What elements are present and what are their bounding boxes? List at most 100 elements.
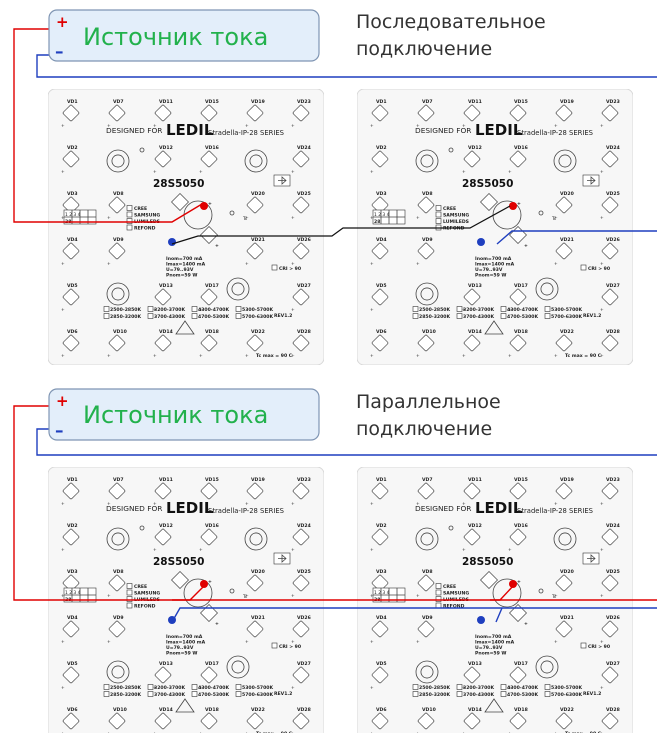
svg-text:+: + bbox=[508, 731, 512, 733]
brand-logo: LEDIL bbox=[166, 121, 214, 139]
svg-text:VD16: VD16 bbox=[205, 145, 219, 151]
svg-text:VD12: VD12 bbox=[159, 523, 173, 529]
svg-text:+: + bbox=[291, 731, 295, 733]
spec-line: U=79..93V bbox=[166, 645, 194, 651]
svg-text:+: + bbox=[107, 215, 111, 221]
led-footprint: VD27+ bbox=[600, 661, 620, 691]
led-footprint: VD7+ bbox=[416, 99, 435, 129]
svg-text:+: + bbox=[416, 215, 420, 221]
svg-text:VD3: VD3 bbox=[67, 569, 78, 575]
led-footprint: VD18+ bbox=[508, 329, 528, 359]
led-footprint: VD14+ bbox=[462, 329, 482, 359]
svg-text:+: + bbox=[61, 261, 65, 267]
svg-text:VD26: VD26 bbox=[297, 237, 311, 243]
led-footprint: VD6+ bbox=[370, 329, 389, 359]
svg-text:+: + bbox=[61, 353, 65, 359]
spec-line: Imax=1400 mA bbox=[475, 640, 515, 646]
svg-text:+: + bbox=[370, 215, 374, 221]
led-footprint: VD5 + bbox=[61, 661, 80, 691]
parallel-negative-bus bbox=[171, 607, 657, 623]
svg-text:+: + bbox=[462, 501, 466, 507]
led-footprint: VD19+ bbox=[554, 99, 574, 129]
svg-text:VD13: VD13 bbox=[159, 661, 173, 667]
svg-text:VD28: VD28 bbox=[297, 707, 311, 713]
svg-text:+: + bbox=[370, 123, 374, 129]
svg-text:+: + bbox=[517, 579, 521, 585]
mounting-hole bbox=[106, 660, 130, 684]
cct-option: 3200-3700K bbox=[154, 307, 185, 313]
svg-text:VD25: VD25 bbox=[297, 191, 311, 197]
led-footprint: VD12+ bbox=[153, 145, 173, 175]
svg-text:+: + bbox=[61, 169, 65, 175]
svg-text:VD14: VD14 bbox=[468, 707, 482, 713]
chip-option: SAMSUNG bbox=[134, 591, 160, 597]
svg-text:VD25: VD25 bbox=[606, 191, 620, 197]
svg-text:VD1: VD1 bbox=[67, 477, 78, 483]
led-board: VD1+VD7+VD11+VD15+VD19+VD23+VD2+VD12+VD1… bbox=[357, 89, 633, 365]
cct-option: 5300-5700K bbox=[551, 685, 582, 691]
led-footprint: VD27+ bbox=[600, 283, 620, 313]
svg-text:+: + bbox=[370, 353, 374, 359]
led-footprint: VD2+ bbox=[370, 523, 389, 553]
chip-option: SAMSUNG bbox=[443, 213, 469, 219]
led-footprint: VD2+ bbox=[61, 523, 80, 553]
chip-option: REFOND bbox=[134, 226, 156, 232]
led-footprint: VD18+ bbox=[199, 329, 219, 359]
svg-text:VD23: VD23 bbox=[297, 99, 311, 105]
cri-option: CRI > 90 bbox=[588, 644, 610, 650]
svg-text:VD2: VD2 bbox=[376, 145, 387, 151]
led-footprint: VD24+ bbox=[600, 145, 620, 175]
svg-text:+: + bbox=[153, 685, 157, 691]
mounting-hole bbox=[535, 277, 559, 301]
cct-option: 4300-4700K bbox=[507, 685, 538, 691]
svg-text:VD13: VD13 bbox=[468, 283, 482, 289]
svg-text:+: + bbox=[291, 547, 295, 553]
led-footprint: VD16+ bbox=[199, 523, 219, 553]
svg-text:VD17: VD17 bbox=[514, 661, 528, 667]
tc-label: Tc bbox=[242, 216, 248, 222]
led-footprint: VD27+ bbox=[291, 661, 311, 691]
led-footprint: VD3+ bbox=[61, 569, 80, 599]
cct-option: 3200-3700K bbox=[154, 685, 185, 691]
led-footprint: VD4+ bbox=[61, 615, 80, 645]
svg-text:+: + bbox=[462, 731, 466, 733]
led-footprint: VD7+ bbox=[107, 99, 126, 129]
svg-text:VD7: VD7 bbox=[113, 99, 124, 105]
revision-label: REV1.2 bbox=[583, 313, 601, 319]
svg-text:VD5: VD5 bbox=[67, 661, 78, 667]
mounting-hole bbox=[226, 655, 250, 679]
svg-text:VD15: VD15 bbox=[514, 477, 528, 483]
svg-text:+: + bbox=[370, 593, 374, 599]
svg-text:VD15: VD15 bbox=[514, 99, 528, 105]
parallel-positive-tap-2 bbox=[490, 584, 515, 601]
svg-text:+: + bbox=[61, 685, 65, 691]
svg-text:VD12: VD12 bbox=[159, 145, 173, 151]
svg-text:VD2: VD2 bbox=[67, 145, 78, 151]
spec-line: Imax=1400 mA bbox=[166, 640, 206, 646]
tc-max-label: Tc max = 90 C bbox=[256, 353, 293, 359]
led-footprint: VD11+ bbox=[462, 477, 482, 507]
brand-logo: LEDIL bbox=[475, 121, 523, 139]
cct-option: 4700-5300K bbox=[198, 692, 229, 698]
svg-text:1 2 3 4: 1 2 3 4 bbox=[65, 212, 81, 218]
cct-option: 4700-5300K bbox=[507, 314, 538, 320]
pcb-board bbox=[357, 89, 633, 365]
spec-line: Imax=1400 mA bbox=[475, 262, 515, 268]
series-negative-wire bbox=[36, 54, 657, 78]
svg-text:+: + bbox=[291, 307, 295, 313]
chip-option: CREE bbox=[134, 584, 147, 590]
svg-text:VD24: VD24 bbox=[606, 145, 620, 151]
svg-text:+: + bbox=[245, 215, 249, 221]
tc-max-label: Tc max = 90 C bbox=[256, 731, 293, 733]
cct-option: 2500-2850K bbox=[110, 307, 141, 313]
led-footprint: VD28+ bbox=[600, 329, 620, 359]
cct-option: 5300-5700K bbox=[242, 307, 273, 313]
mounting-hole bbox=[244, 149, 268, 173]
mounting-hole bbox=[244, 527, 268, 551]
spec-line: U=79..93V bbox=[166, 267, 194, 273]
series-link-wire bbox=[171, 205, 511, 245]
minus-sign: – bbox=[55, 421, 64, 441]
svg-text:VD2: VD2 bbox=[376, 523, 387, 529]
parallel-positive-tap-1 bbox=[172, 584, 206, 601]
led-footprint: VD24+ bbox=[291, 523, 311, 553]
